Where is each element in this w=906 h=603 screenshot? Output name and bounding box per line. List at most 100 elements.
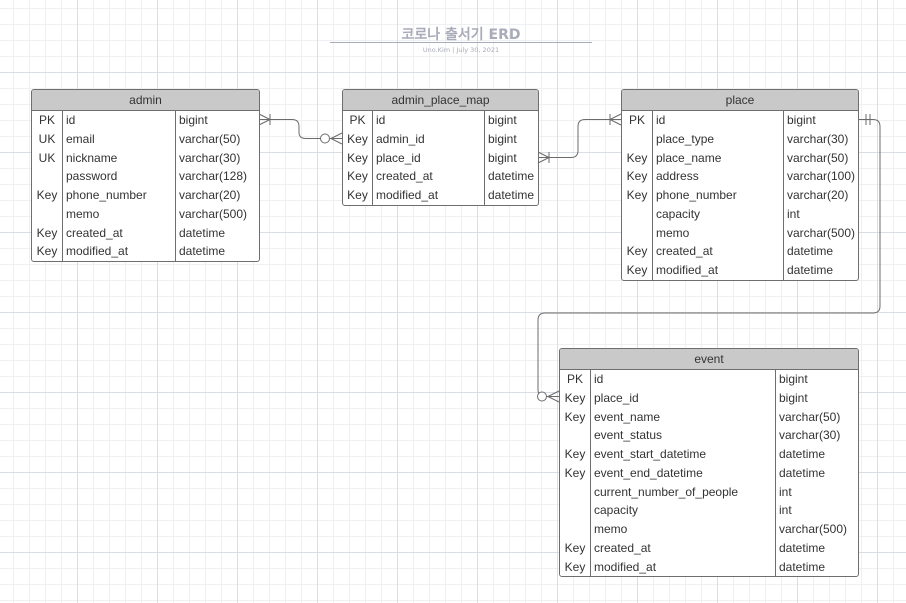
column-name: place_id [376, 150, 421, 165]
key-cell: Key [347, 131, 368, 146]
column-type: bigint [787, 113, 816, 127]
column-name: created_at [376, 169, 433, 184]
key-cell: UK [38, 150, 56, 165]
column-name: current_number_of_people [594, 484, 739, 499]
entity-title: admin [32, 90, 259, 111]
column-row: Key phone_number varchar(20) [622, 186, 858, 205]
column-name: memo [594, 522, 628, 536]
column-type: datetime [179, 244, 226, 259]
key-cell: Key [347, 169, 368, 184]
column-name: place_id [594, 390, 639, 405]
key-cell: Key [564, 540, 586, 555]
column-row: Key modified_at datetime [32, 242, 259, 261]
column-type: datetime [779, 540, 826, 555]
column-row: capacity int [560, 501, 858, 520]
column-name: created_at [594, 540, 651, 555]
column-row: Key event_start_datetime datetime [560, 445, 858, 464]
column-name: place_type [656, 131, 715, 146]
key-cell: Key [347, 188, 368, 202]
column-name: phone_number [66, 188, 147, 202]
column-type: datetime [488, 188, 535, 202]
column-type: int [779, 503, 792, 518]
column-type: varchar(20) [787, 188, 849, 202]
column-row: current_number_of_people int [560, 483, 858, 502]
column-type: varchar(100) [787, 169, 856, 184]
column-name: id [656, 113, 666, 127]
column-type: datetime [779, 559, 826, 574]
key-cell: Key [564, 409, 586, 424]
column-row: memo varchar(500) [622, 224, 858, 243]
column-type: int [779, 484, 792, 499]
column-type: varchar(20) [179, 188, 241, 202]
column-type: datetime [779, 447, 826, 461]
column-name: modified_at [594, 559, 657, 574]
column-name: event_start_datetime [594, 447, 707, 461]
entity-title: admin_place_map [343, 90, 538, 111]
column-name: modified_at [66, 244, 129, 259]
column-name: email [66, 131, 95, 146]
column-name: place_name [656, 150, 722, 165]
key-cell: Key [626, 244, 648, 259]
diagram-subtitle: Uno.Kim | July 30, 2021 [422, 46, 500, 54]
key-cell: Key [36, 225, 58, 240]
column-type: bigint [179, 113, 208, 127]
column-type: bigint [488, 131, 517, 146]
column-name: id [376, 113, 386, 127]
column-name: capacity [594, 503, 639, 518]
column-type: datetime [488, 169, 535, 184]
column-type: bigint [779, 372, 808, 386]
column-name: memo [66, 206, 100, 221]
key-cell: Key [36, 244, 58, 259]
crowsfoot-zero-or-many-admin-place-map [320, 132, 343, 145]
column-type: varchar(30) [179, 150, 241, 165]
connector-admin-place-map-place [538, 119, 621, 158]
entity-title: place [622, 90, 858, 111]
column-type: varchar(128) [179, 169, 248, 184]
column-name: event_name [594, 409, 661, 424]
column-type: bigint [779, 390, 808, 405]
key-cell: UK [38, 131, 56, 146]
column-name: phone_number [656, 188, 737, 202]
column-type: datetime [779, 465, 826, 480]
key-cell: Key [347, 150, 368, 165]
column-type: bigint [488, 113, 517, 127]
crowsfoot-one-or-many-place [609, 113, 622, 126]
key-cell: Key [626, 150, 648, 165]
crowsfoot-exactly-one-place [865, 114, 871, 125]
column-type: varchar(500) [779, 522, 848, 536]
column-type: datetime [179, 225, 226, 240]
column-type: varchar(500) [787, 225, 856, 240]
key-cell: PK [38, 113, 55, 127]
column-name: capacity [656, 206, 701, 221]
column-name: memo [656, 225, 690, 240]
column-name: password [66, 169, 118, 184]
crowsfoot-one-or-many-admin-place-map [537, 151, 550, 164]
column-row: Key created_at datetime [343, 167, 538, 186]
column-row: Key created_at datetime [560, 539, 858, 558]
key-cell: Key [626, 263, 648, 277]
column-name: nickname [66, 150, 118, 165]
column-name: id [594, 372, 604, 386]
key-cell: Key [626, 188, 648, 202]
key-cell: Key [564, 447, 586, 461]
